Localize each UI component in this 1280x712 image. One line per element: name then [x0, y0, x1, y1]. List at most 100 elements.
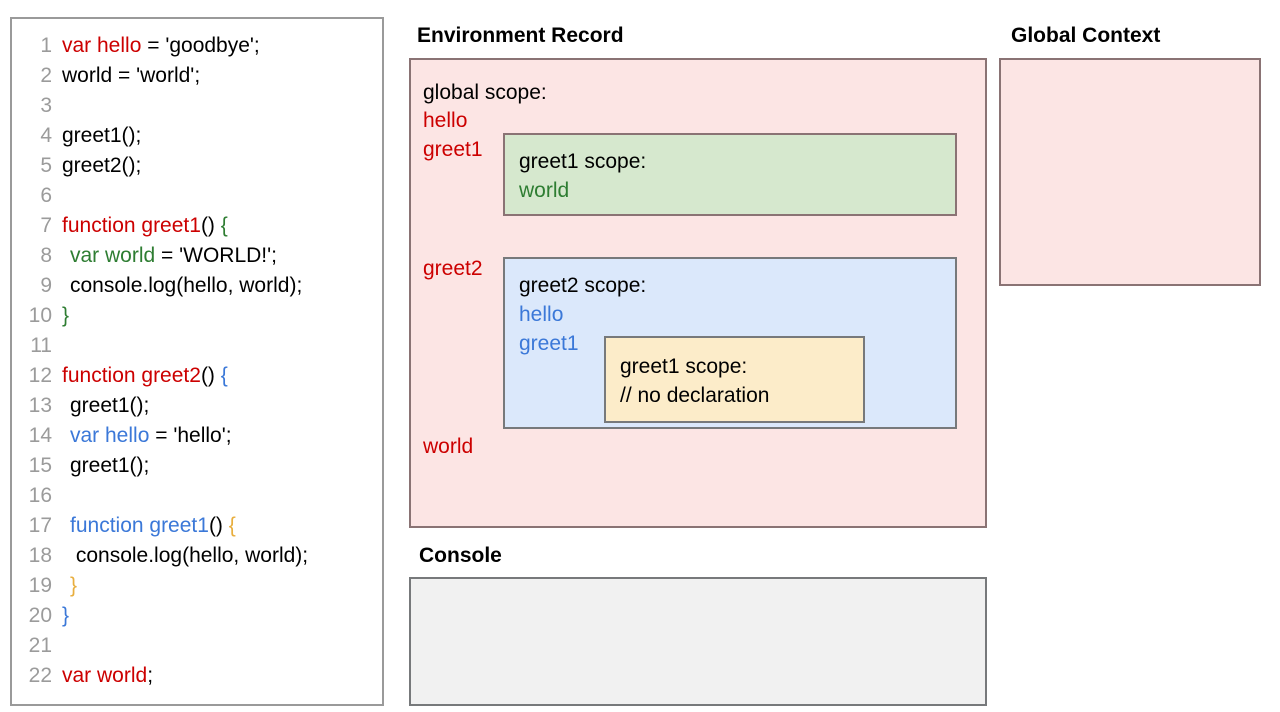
- code-line-text: world = 'world';: [52, 61, 200, 91]
- global-context-box: [999, 58, 1261, 286]
- code-token: ;: [147, 664, 154, 687]
- line-number: 18: [28, 544, 52, 567]
- console-output-box[interactable]: [409, 577, 987, 706]
- code-line-text: console.log(hello, world);: [52, 541, 308, 571]
- global-scope-var-world: world: [423, 435, 474, 458]
- code-line: 2 world = 'world';: [12, 61, 382, 91]
- code-token: function greet1: [70, 514, 209, 537]
- code-token: = 'WORLD!';: [155, 244, 277, 267]
- line-number: 14: [28, 424, 52, 447]
- code-token: (): [208, 514, 229, 537]
- code-line-text: function greet1() {: [52, 211, 228, 241]
- code-line: 10}: [12, 301, 382, 331]
- code-token: }: [70, 574, 78, 597]
- code-line: 3: [12, 91, 382, 121]
- code-line-text: var world = 'WORLD!';: [52, 241, 277, 271]
- code-line-text: }: [52, 601, 69, 631]
- line-number: 6: [40, 184, 52, 207]
- greet2-scope-label: greet2 scope:: [519, 274, 647, 297]
- code-line: 21: [12, 631, 382, 661]
- global-scope-label: global scope:: [423, 81, 547, 104]
- code-line-text: greet1();: [52, 121, 141, 151]
- line-number: 22: [28, 664, 52, 687]
- line-number: 16: [28, 484, 52, 507]
- line-number: 7: [40, 214, 52, 237]
- line-number: 20: [28, 604, 52, 627]
- line-number: 15: [28, 454, 52, 477]
- code-token: {: [228, 514, 236, 537]
- code-line: 9 console.log(hello, world);: [12, 271, 382, 301]
- greet1-scope-label: greet1 scope:: [519, 150, 647, 173]
- code-token: var hello: [70, 424, 150, 447]
- code-token: console.log(hello, world);: [70, 274, 303, 297]
- greet2-scope-var-hello: hello: [519, 303, 564, 326]
- greet1-scope-box: greet1 scope: world: [503, 133, 957, 216]
- line-number: 1: [40, 34, 52, 57]
- global-scope-var-greet1: greet1: [423, 138, 483, 161]
- code-token: (): [200, 214, 221, 237]
- line-number: 13: [28, 394, 52, 417]
- code-line-text: var world;: [52, 661, 153, 691]
- environment-record-box: global scope: hello greet1 greet2 world …: [409, 58, 987, 528]
- console-title: Console: [419, 544, 502, 567]
- code-line-text: greet1();: [52, 451, 149, 481]
- code-line-text: }: [52, 571, 77, 601]
- line-number: 21: [28, 634, 52, 657]
- code-token: var world: [70, 244, 156, 267]
- code-token: console.log(hello, world);: [70, 544, 309, 567]
- code-token: var hello: [62, 34, 142, 57]
- code-line-text: var hello = 'hello';: [52, 421, 232, 451]
- line-number: 3: [40, 94, 52, 117]
- code-line-text: greet2();: [52, 151, 141, 181]
- code-line-text: console.log(hello, world);: [52, 271, 302, 301]
- line-number: 12: [28, 364, 52, 387]
- code-token: greet1();: [62, 124, 142, 147]
- code-token: = 'goodbye';: [141, 34, 260, 57]
- line-number: 2: [40, 64, 52, 87]
- line-number: 4: [40, 124, 52, 147]
- inner-greet1-scope-label: greet1 scope:: [620, 355, 748, 378]
- line-number: 9: [40, 274, 52, 297]
- inner-greet1-scope-note: // no declaration: [620, 384, 770, 407]
- code-token: greet1();: [70, 394, 150, 417]
- code-token: function greet2: [62, 364, 201, 387]
- code-line: 20}: [12, 601, 382, 631]
- code-line-text: function greet1() {: [52, 511, 236, 541]
- greet2-scope-var-greet1: greet1: [519, 332, 579, 355]
- global-context-title: Global Context: [1011, 24, 1161, 47]
- line-number: 8: [40, 244, 52, 267]
- greet2-scope-box: greet2 scope: hello greet1 greet1 scope:…: [503, 257, 957, 429]
- code-line: 18 console.log(hello, world);: [12, 541, 382, 571]
- global-scope-var-greet2: greet2: [423, 257, 483, 280]
- code-token: = 'hello';: [149, 424, 232, 447]
- code-token: var world: [62, 664, 148, 687]
- line-number: 5: [40, 154, 52, 177]
- code-line: 4 greet1();: [12, 121, 382, 151]
- greet1-scope-var-world: world: [519, 179, 570, 202]
- code-line: 16: [12, 481, 382, 511]
- code-line: 15 greet1();: [12, 451, 382, 481]
- code-token: {: [220, 214, 228, 237]
- code-token: {: [220, 364, 228, 387]
- line-number: 10: [28, 304, 52, 327]
- inner-greet1-scope-box: greet1 scope: // no declaration: [604, 336, 865, 423]
- code-line-text: function greet2() {: [52, 361, 228, 391]
- code-line-text: greet1();: [52, 391, 149, 421]
- code-token: world = 'world';: [62, 64, 201, 87]
- line-number: 19: [28, 574, 52, 597]
- code-token: greet1();: [70, 454, 150, 477]
- code-token: }: [62, 304, 70, 327]
- code-token: (): [200, 364, 221, 387]
- global-scope-var-hello: hello: [423, 109, 468, 132]
- code-line-text: var hello = 'goodbye';: [52, 31, 260, 61]
- code-token: function greet1: [62, 214, 201, 237]
- code-line-text: }: [52, 301, 69, 331]
